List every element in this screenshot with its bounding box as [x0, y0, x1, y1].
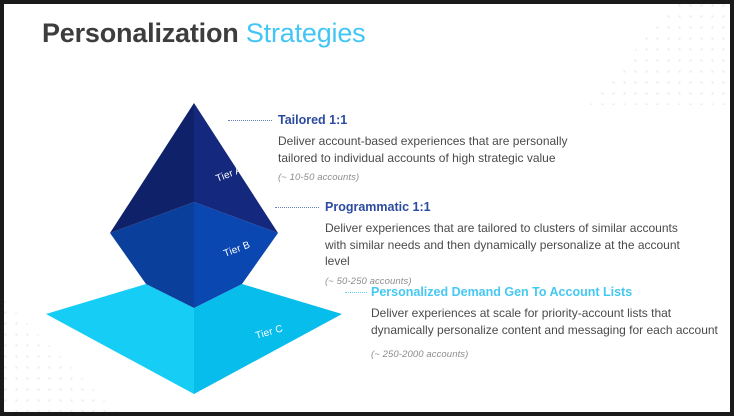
tier-b-body: Deliver experiences that are tailored to…: [325, 221, 680, 268]
leader-line-tier-b: [275, 207, 319, 208]
tier-b-heading: Programmatic 1:1: [325, 200, 431, 214]
page-title: Personalization Strategies: [42, 16, 366, 50]
tier-a-left-face: [110, 103, 194, 233]
tier-b-left-face: [110, 202, 194, 308]
leader-line-tier-a: [228, 120, 272, 121]
tier-a-text-block: Tailored 1:1 Deliver account-based exper…: [278, 112, 578, 183]
tier-b-text-block: Programmatic 1:1 Deliver experiences tha…: [325, 199, 695, 287]
tier-c-body: Deliver experiences at scale for priorit…: [371, 306, 718, 337]
tier-c-text-block: Personalized Demand Gen To Account Lists…: [371, 284, 721, 360]
dot-pattern-top-right-icon: [586, 4, 730, 105]
tier-a-right-face: [194, 103, 278, 233]
tier-a-body: Deliver account-based experiences that a…: [278, 134, 568, 165]
tier-a-heading: Tailored 1:1: [278, 113, 348, 127]
tier-c-heading: Personalized Demand Gen To Account Lists: [371, 285, 633, 299]
pyramid-diagram: Tier A Tier B Tier C: [26, 92, 366, 402]
tier-b-note: (~ 50-250 accounts): [325, 275, 412, 287]
tier-c-note: (~ 250-2000 accounts): [371, 349, 469, 360]
tier-c-left-face: [46, 284, 194, 394]
pyramid-svg: Tier A Tier B Tier C: [46, 103, 342, 394]
page-title-main: Personalization: [42, 18, 239, 48]
tier-c-right-face: [194, 284, 342, 394]
slide-canvas: Personalization Strategies Tier A Tier B…: [4, 4, 730, 412]
tier-a-note: (~ 10-50 accounts): [278, 172, 360, 183]
tier-b-right-face: [194, 202, 278, 308]
leader-line-tier-c: [345, 292, 367, 293]
page-title-accent: Strategies: [245, 18, 366, 48]
